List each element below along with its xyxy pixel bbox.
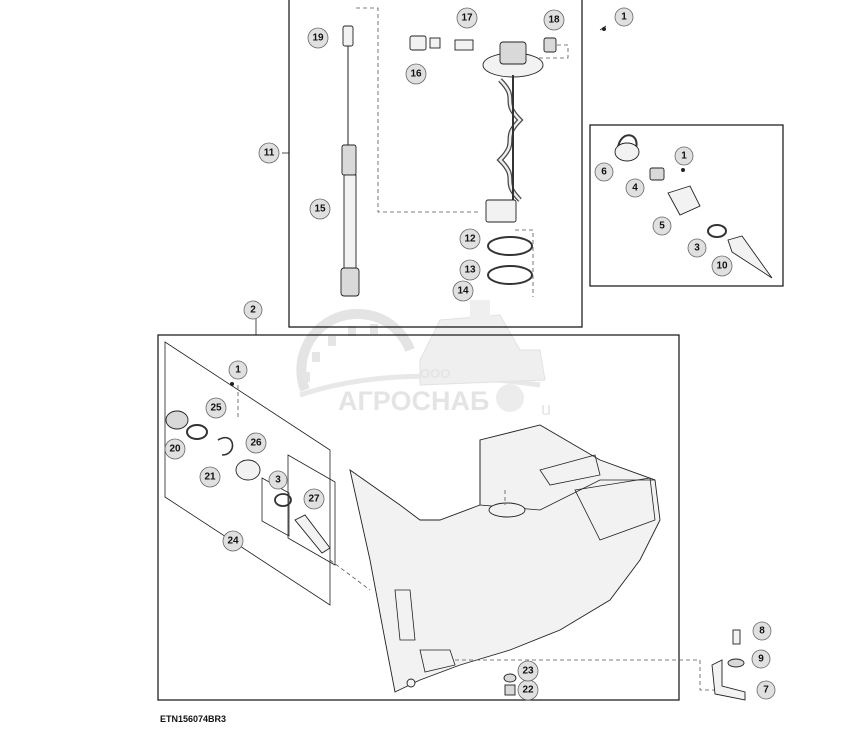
svg-text:5: 5 [659,221,665,232]
callout-26: 26 [245,432,267,454]
callout-1: 1 [674,146,694,166]
svg-text:24: 24 [227,536,239,547]
svg-text:3: 3 [275,475,281,486]
callout-23: 23 [517,660,539,682]
fuel-tank [349,424,720,693]
callout-5: 5 [652,216,672,236]
sender-coil [409,25,607,223]
callout-1: 1 [614,7,634,27]
svg-text:23: 23 [522,666,534,677]
callout-2: 2 [243,300,263,320]
watermark-logo: ООО АГРОСНАБ u [296,300,551,419]
svg-text:19: 19 [312,33,324,44]
callout-12: 12 [459,228,481,250]
callout-7: 7 [756,680,776,700]
svg-text:15: 15 [314,204,326,215]
svg-text:25: 25 [210,403,222,414]
callout-25: 25 [205,397,227,419]
svg-text:2: 2 [250,305,256,316]
fill-neck-inset [589,124,784,287]
callout-24: 24 [222,530,244,552]
watermark-prefix: ООО [420,366,450,381]
callout-8: 8 [752,621,772,641]
callout-3: 3 [687,238,707,258]
watermark-suffix: u [541,399,551,419]
svg-text:18: 18 [548,15,560,26]
svg-text:21: 21 [204,472,216,483]
drain-valve-assembly [164,341,371,606]
svg-text:17: 17 [461,13,473,24]
bracket-assembly [503,629,746,701]
callout-17: 17 [456,7,478,29]
callout-10: 10 [711,255,733,277]
svg-text:10: 10 [716,261,728,272]
callout-14: 14 [452,280,474,302]
svg-text:9: 9 [758,654,764,665]
svg-text:7: 7 [763,685,769,696]
svg-text:20: 20 [169,444,181,455]
callout-15: 15 [309,198,331,220]
svg-text:16: 16 [410,69,422,80]
svg-text:22: 22 [522,685,534,696]
callout-21: 21 [199,466,221,488]
callout-27: 27 [303,488,325,510]
callout-6: 6 [594,162,614,182]
callout-3: 3 [268,470,288,490]
svg-text:6: 6 [601,167,607,178]
callout-11: 11 [258,142,280,164]
svg-text:1: 1 [681,151,687,162]
svg-text:1: 1 [235,365,241,376]
svg-text:1: 1 [621,12,627,23]
svg-text:3: 3 [694,243,700,254]
watermark-company-name: АГРОСНАБ [338,386,489,416]
level-tube [340,7,480,297]
svg-text:14: 14 [457,286,469,297]
o-rings [487,229,534,297]
svg-text:27: 27 [308,494,320,505]
svg-text:12: 12 [464,234,476,245]
callout-4: 4 [625,178,645,198]
svg-text:4: 4 [632,183,638,194]
callout-22: 22 [517,679,539,701]
svg-text:26: 26 [250,438,262,449]
callout-18: 18 [543,9,565,31]
sender-unit-frame [282,0,583,328]
figure-reference: ETN156074BR3 [160,714,226,724]
callout-9: 9 [751,649,771,669]
svg-text:8: 8 [759,626,765,637]
callout-13: 13 [459,259,481,281]
svg-text:11: 11 [264,148,275,159]
callout-16: 16 [405,63,427,85]
callout-1: 1 [228,360,248,380]
callout-19: 19 [307,27,329,49]
svg-text:13: 13 [464,265,476,276]
callout-20: 20 [164,438,186,460]
tank-frame [157,318,680,701]
